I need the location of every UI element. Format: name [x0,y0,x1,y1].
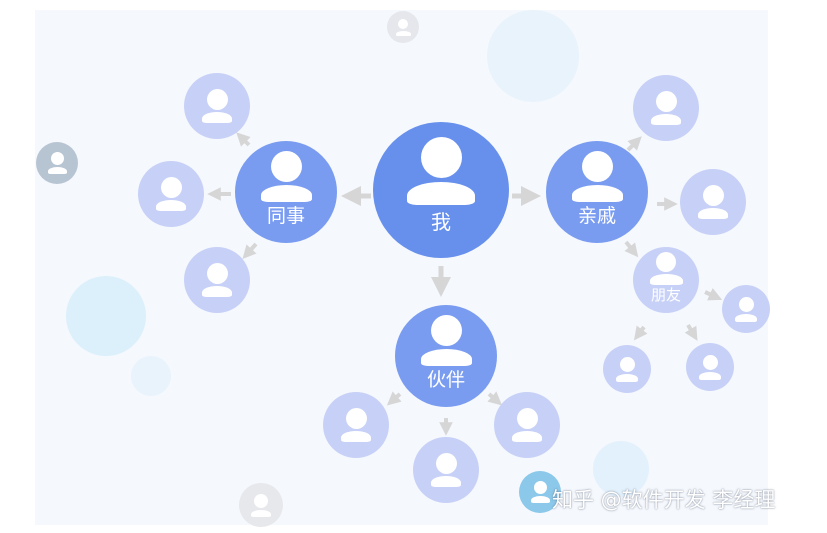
arrow-friend-down-right [684,323,698,341]
arrow-partner-left [386,391,402,406]
leaf-node [680,169,746,235]
person-icon [341,408,371,442]
person-icon [251,493,271,517]
person-icon [260,150,312,202]
arrow-relative-down [624,240,639,258]
leaf-node [494,392,560,458]
node-me: 我 [373,122,509,258]
person-icon [735,296,757,322]
node-me-label: 我 [431,210,451,234]
arrow-colleague-up [236,132,251,147]
person-icon [202,89,232,123]
leaf-node [323,392,389,458]
arrow-partner-right [487,391,503,406]
leaf-node [603,345,651,393]
node-colleague: 同事 [235,141,337,243]
faded-avatar [387,11,419,43]
node-relative: 亲戚 [546,141,648,243]
person-icon [431,453,461,487]
arrow-friend-down-left [633,325,648,341]
arrow-colleague-down [242,242,258,260]
arrow-friend-right [704,287,723,301]
decor-circle [66,276,146,356]
person-icon [512,408,542,442]
leaf-node [184,247,250,313]
faded-avatar [519,471,561,513]
leaf-node [686,343,734,391]
decor-circle [487,10,579,102]
person-icon [571,150,623,202]
decor-circle [131,356,171,396]
node-partner: 伙伴 [395,305,497,407]
person-icon [616,356,638,382]
leaf-node [722,285,770,333]
watermark-text: 知乎 @软件开发 李经理 [552,488,776,512]
person-icon [420,314,472,366]
faded-avatar [36,142,78,184]
person-icon [649,252,683,285]
person-icon [698,185,728,219]
person-icon [47,152,67,174]
leaf-node [138,161,204,227]
arrow-relative-up [626,136,642,152]
node-relative-label: 亲戚 [577,204,616,227]
faded-avatar [239,483,283,527]
leaf-node [184,73,250,139]
person-icon [530,481,550,503]
person-icon [699,354,721,380]
node-colleague-label: 同事 [266,204,305,227]
person-icon [156,177,186,211]
node-friend-label: 朋友 [650,286,681,304]
leaf-node [413,437,479,503]
node-partner-label: 伙伴 [426,368,465,391]
person-icon [651,91,681,125]
node-friend: 朋友 [633,247,699,313]
leaf-node [633,75,699,141]
person-icon [202,263,232,297]
person-icon [395,18,411,36]
person-icon [407,137,475,205]
decor-circle [593,441,649,497]
